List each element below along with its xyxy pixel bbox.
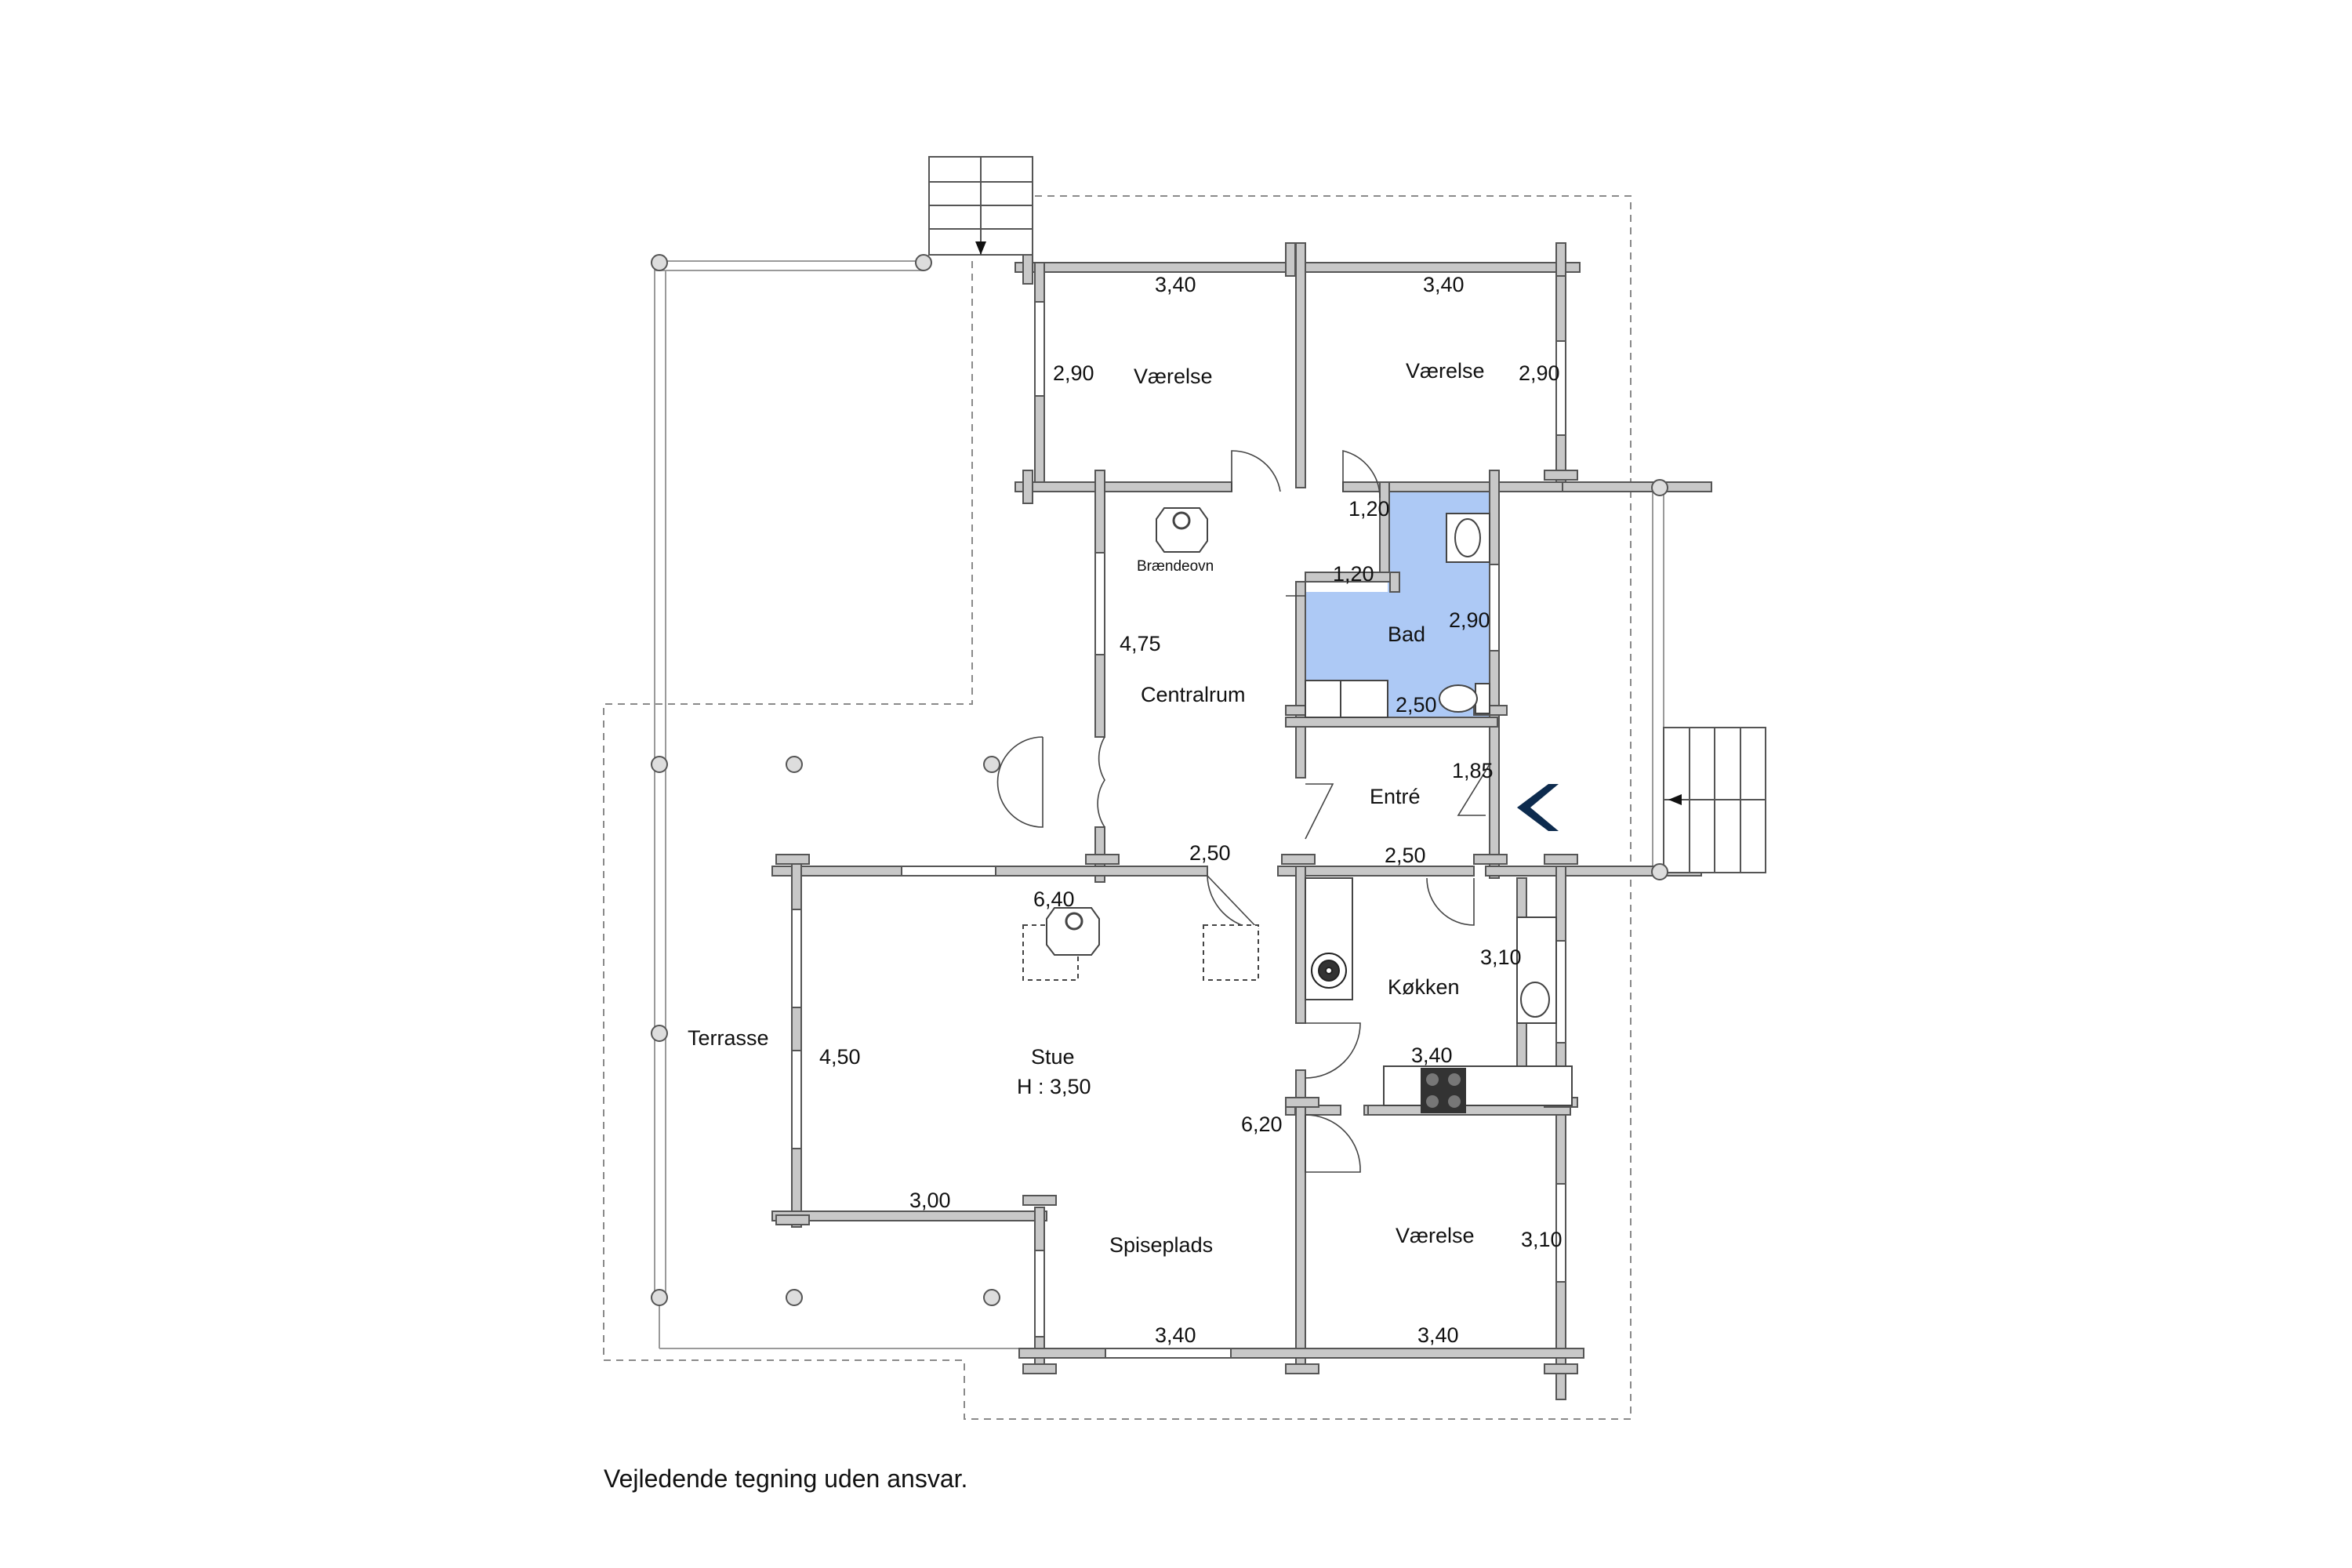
bath-sink	[1446, 513, 1490, 563]
toilet	[1439, 683, 1490, 714]
stairs-north-arrow	[975, 241, 986, 255]
room-stue-height: H : 3,50	[1017, 1075, 1091, 1098]
room-braendeovn: Brændeovn	[1137, 558, 1214, 575]
room-vaerelse-ne: Værelse	[1406, 359, 1485, 383]
room-spiseplads: Spiseplads	[1109, 1233, 1213, 1257]
walls	[771, 242, 1712, 1400]
dim-kitchen-width: 3,40	[1411, 1044, 1453, 1067]
roof-outline	[603, 195, 1632, 1420]
entrance-marker	[1517, 784, 1559, 831]
stairs-east-arrow	[1668, 794, 1682, 805]
kitchen-sink	[1520, 982, 1550, 1018]
kitchen-counter	[1305, 877, 1573, 1106]
dim-kitchen-depth: 3,10	[1480, 946, 1522, 969]
wall-posts	[775, 242, 1578, 1374]
room-bad: Bad	[1388, 622, 1425, 646]
dim-central-depth: 4,75	[1120, 632, 1161, 655]
dim-ne-depth: 2,90	[1519, 361, 1560, 385]
bath-shelf	[1305, 680, 1388, 718]
dim-stue-inner: 3,00	[909, 1189, 951, 1212]
cooktop	[1421, 1068, 1466, 1113]
room-centralrum: Centralrum	[1141, 683, 1246, 706]
dim-se-depth: 3,10	[1521, 1228, 1563, 1251]
disclaimer-text: Vejledende tegning uden ansvar.	[604, 1465, 968, 1493]
fan-fixture	[1311, 953, 1347, 989]
dim-stue-width: 6,40	[1033, 887, 1075, 911]
dim-entre-width: 2,50	[1385, 844, 1426, 867]
dim-entre-depth: 1,85	[1452, 759, 1494, 782]
room-terrasse: Terrasse	[688, 1026, 769, 1050]
doors	[996, 449, 1490, 1173]
dim-nw-depth: 2,90	[1053, 361, 1094, 385]
room-vaerelse-nw: Værelse	[1134, 365, 1213, 388]
dim-nw-width: 3,40	[1155, 273, 1196, 296]
room-vaerelse-se: Værelse	[1396, 1224, 1475, 1247]
dim-spise-width: 3,40	[1155, 1323, 1196, 1347]
room-entre: Entré	[1370, 785, 1421, 808]
dim-ne-width: 3,40	[1423, 273, 1465, 296]
stairs-north	[928, 156, 1033, 256]
terrace-railing	[654, 260, 1664, 1349]
dim-hall-top: 1,20	[1348, 497, 1390, 521]
windows	[791, 301, 1566, 1359]
room-koekken: Køkken	[1388, 975, 1460, 999]
dim-hall-mid: 1,20	[1333, 562, 1374, 586]
dimension-labels: 3,40 2,90 3,40 2,90 1,20 1,20 2,90 2,50 …	[819, 273, 1563, 1347]
terrace-posts	[651, 254, 1668, 1306]
dim-stue-depth: 4,50	[819, 1045, 861, 1069]
dim-bad-width: 2,50	[1396, 693, 1437, 717]
dim-living-depth: 6,20	[1241, 1112, 1283, 1136]
room-stue: Stue	[1031, 1045, 1075, 1069]
dim-se-width: 3,40	[1417, 1323, 1459, 1347]
stove-braendeovn	[1156, 507, 1208, 553]
room-labels: Værelse Værelse Brændeovn Centralrum Bad…	[688, 359, 1485, 1257]
stove-stue	[1022, 907, 1259, 981]
dim-central-width: 2,50	[1189, 841, 1231, 865]
dim-bad-depth: 2,90	[1449, 608, 1490, 632]
